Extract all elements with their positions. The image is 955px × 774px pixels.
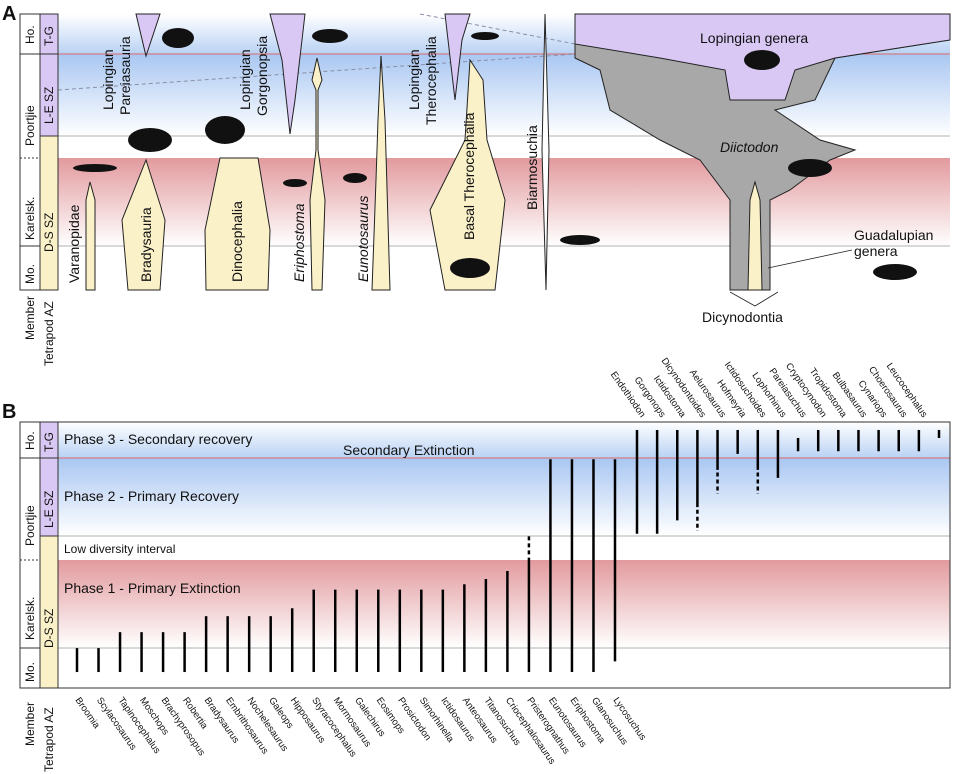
member-karelsk-a: Karelsk.: [23, 197, 37, 240]
zone-ds-a: D-S SZ: [42, 213, 56, 252]
zone-tg-a: T-G: [42, 26, 56, 46]
axis-tetrapod-b: Tetrapod AZ: [42, 707, 56, 772]
taxon-bradysauria: Bradysauria: [138, 207, 154, 282]
lop-gorgonopsia-2: Gorgonopsia: [254, 36, 270, 116]
range-bars: [75, 429, 941, 673]
panel-b-background: [57, 421, 951, 689]
taxon-eunotosaurus: Eunotosaurus: [355, 196, 371, 282]
taxon-varanopidae: Varanopidae: [66, 204, 82, 283]
panel-a-taxon-labels: Varanopidae Bradysauria Dinocephalia Eri…: [66, 30, 933, 325]
lop-pareiasauria-1: Lopingian: [100, 49, 116, 110]
guadalupian-1: Guadalupian: [854, 227, 933, 243]
member-mo-b: Mo.: [23, 662, 37, 682]
member-poortjie-a: Poortjie: [23, 105, 37, 146]
member-karelsk-b: Karelsk.: [23, 597, 37, 640]
phase-3-label: Phase 3 - Secondary recovery: [64, 431, 252, 447]
member-poortjie-b: Poortjie: [23, 505, 37, 546]
axis-member-b: Member: [23, 702, 37, 746]
member-mo-a: Mo.: [23, 264, 37, 284]
low-diversity-label: Low diversity interval: [64, 542, 175, 556]
lop-therocephalia-2: Therocephalia: [423, 36, 439, 125]
phase-1-label: Phase 1 - Primary Extinction: [64, 580, 241, 596]
taxon-biarmosuchia: Biarmosuchia: [524, 125, 540, 210]
taxon-eriphostoma: Eriphostoma: [291, 203, 307, 282]
zone-le-a: L-E SZ: [42, 87, 56, 124]
diictodon: Diictodon: [720, 139, 779, 155]
panel-a-member-column: Ho. Poortjie Karelsk. Mo. T-G L-E SZ D-S…: [19, 13, 59, 366]
secondary-extinction-label: Secondary Extinction: [343, 442, 475, 458]
member-ho-a: Ho.: [23, 25, 37, 44]
zone-tg-b: T-G: [42, 432, 56, 452]
panel-b-label: B: [2, 401, 16, 423]
lop-therocephalia-1: Lopingian: [406, 49, 422, 110]
axis-tetrapod-a: Tetrapod AZ: [42, 301, 56, 366]
panel-b-member-column: Ho. Poortjie Karelsk. Mo. T-G L-E SZ D-S…: [19, 421, 59, 772]
lop-gorgonopsia-1: Lopingian: [237, 49, 253, 110]
silhouettes: [73, 28, 917, 280]
lop-pareiasauria-2: Pareiasauria: [117, 36, 133, 115]
phase-2-label: Phase 2 - Primary Recovery: [64, 488, 239, 504]
axis-member-a: Member: [23, 296, 37, 340]
genus-labels-bottom: BroomiaScylacosaurusTapinocephalusMoscho…: [73, 695, 649, 766]
zone-ds-b: D-S SZ: [42, 609, 56, 648]
taxon-dinocephalia: Dinocephalia: [229, 201, 245, 282]
guadalupian-2: genera: [854, 243, 898, 259]
zone-le-b: L-E SZ: [42, 491, 56, 528]
member-ho-b: Ho.: [23, 431, 37, 450]
dicynodontia: Dicynodontia: [702, 309, 783, 325]
panel-b-phase-labels: Phase 3 - Secondary recovery Secondary E…: [64, 431, 475, 596]
taxon-basal-therocephalia: Basal Therocephalia: [461, 112, 477, 240]
genus-labels-top: EndothiodonGorgonopsIctidostomaDicynodon…: [608, 356, 930, 420]
lopingian-genera: Lopingian genera: [700, 30, 808, 46]
panel-a-label: A: [2, 3, 16, 25]
